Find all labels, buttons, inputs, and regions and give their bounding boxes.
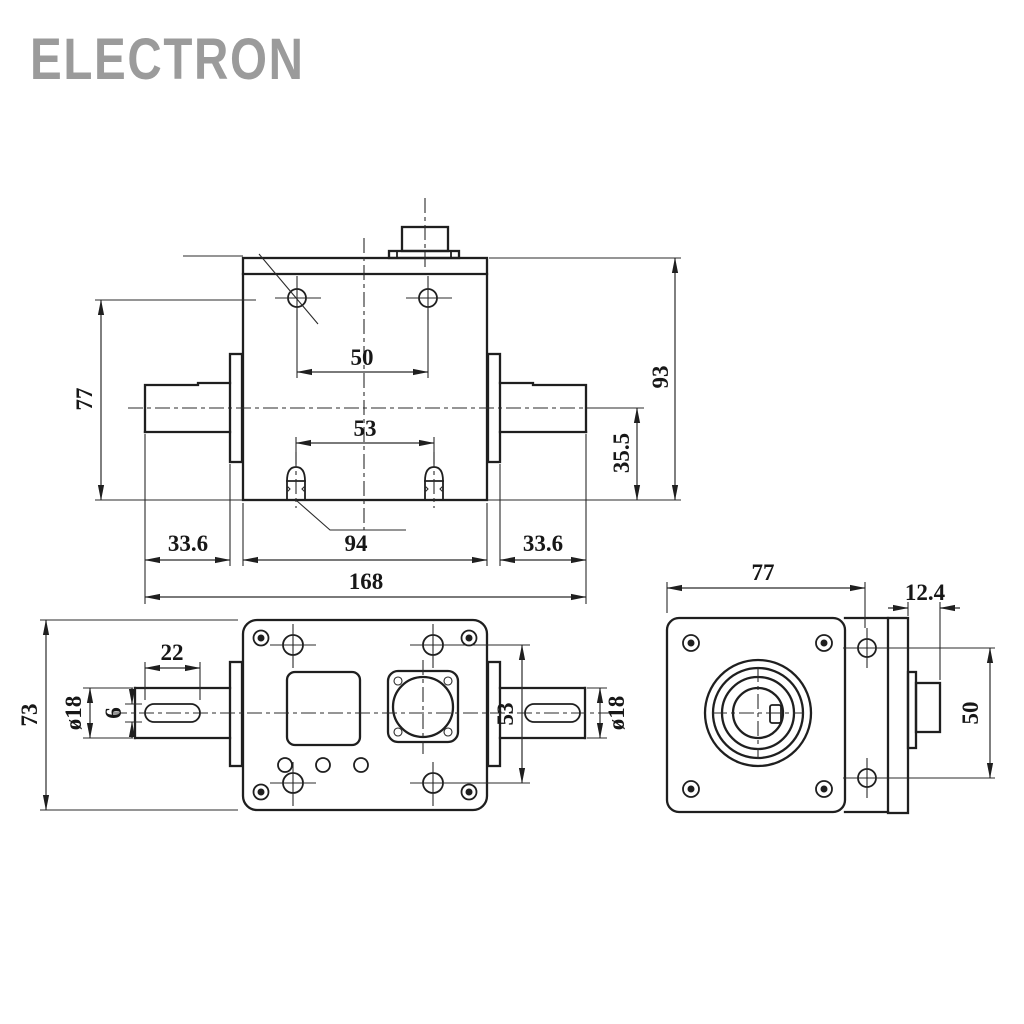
- pin-leader: [296, 500, 406, 531]
- front-view: 50 53 33.6 94 33.6 168: [72, 198, 681, 604]
- dim-label: 93: [648, 366, 673, 389]
- dim-label: 53: [493, 703, 518, 726]
- sensor-body-bottom: [241, 618, 489, 812]
- dimension-connector-protrusion: 12.4: [888, 580, 960, 680]
- dimension-shaft-dia-right: ø18: [587, 687, 629, 739]
- brand-logo: ELECTRON: [30, 28, 305, 93]
- dim-label: 50: [351, 345, 374, 370]
- dim-label: ø18: [61, 696, 86, 731]
- dim-label: ø18: [604, 696, 629, 731]
- dimension-hole-spacing-bottom: 53: [445, 644, 530, 784]
- right-shaft-front: [498, 381, 588, 434]
- button-holes: [277, 757, 369, 773]
- dimension-keyway-length: 22: [144, 640, 201, 700]
- dim-label: 12.4: [905, 580, 946, 605]
- hole-leader-diagonal: [258, 253, 319, 325]
- corner-screws-side: [682, 634, 833, 798]
- sensor-face-side: [665, 616, 847, 814]
- top-mounting-holes: [183, 253, 452, 325]
- dim-label: 77: [72, 388, 97, 411]
- dim-label: 73: [17, 704, 42, 727]
- left-collar-bottom: [228, 660, 244, 768]
- dim-label: 94: [345, 531, 369, 556]
- right-collar-bottom: [486, 660, 502, 768]
- dimension-side-hole-spacing: 50: [958, 647, 994, 779]
- round-connector: [386, 660, 460, 754]
- dimension-center-to-base: 35.5: [592, 407, 644, 501]
- display-window: [285, 670, 362, 747]
- dimension-height-77: 77: [72, 299, 256, 501]
- dimension-height-93: 93: [489, 257, 681, 501]
- top-connector: [387, 198, 461, 270]
- dimension-body-length: 33.6 94 33.6: [144, 434, 587, 604]
- dim-label: 33.6: [523, 531, 563, 556]
- dimension-total-length: 168: [144, 569, 587, 601]
- dimension-top-hole-spacing: 50: [296, 310, 429, 378]
- sensor-body-front: [241, 256, 489, 502]
- shaft-end-rings: [703, 658, 813, 768]
- mounting-holes: [270, 624, 456, 806]
- side-view: 77 12.4 50: [665, 560, 995, 815]
- dimension-pin-spacing: 53: [295, 416, 435, 464]
- dimension-depth: 77: [666, 560, 866, 628]
- dim-label: 33.6: [168, 531, 208, 556]
- dimension-shaft-dia-left: ø18: [61, 687, 133, 739]
- connector-side: [906, 670, 942, 750]
- locating-pin-right: [424, 452, 444, 508]
- dim-label: 53: [354, 416, 377, 441]
- keyway-notch: [769, 704, 782, 724]
- dim-label: 35.5: [609, 433, 634, 473]
- dimension-keyway-width: 6: [101, 688, 142, 738]
- bottom-view: 22 ø18 6 73 53: [17, 618, 629, 812]
- dim-label: 22: [161, 640, 184, 665]
- back-plate: [886, 616, 910, 815]
- side-mounting-holes: [843, 628, 995, 798]
- dim-label: 50: [958, 702, 983, 725]
- dim-label: 77: [752, 560, 775, 585]
- dimension-body-width: 73: [17, 619, 238, 811]
- left-shaft-front: [143, 381, 232, 434]
- dim-label: 6: [101, 707, 126, 719]
- dim-label: 168: [349, 569, 384, 594]
- corner-screws: [252, 629, 478, 801]
